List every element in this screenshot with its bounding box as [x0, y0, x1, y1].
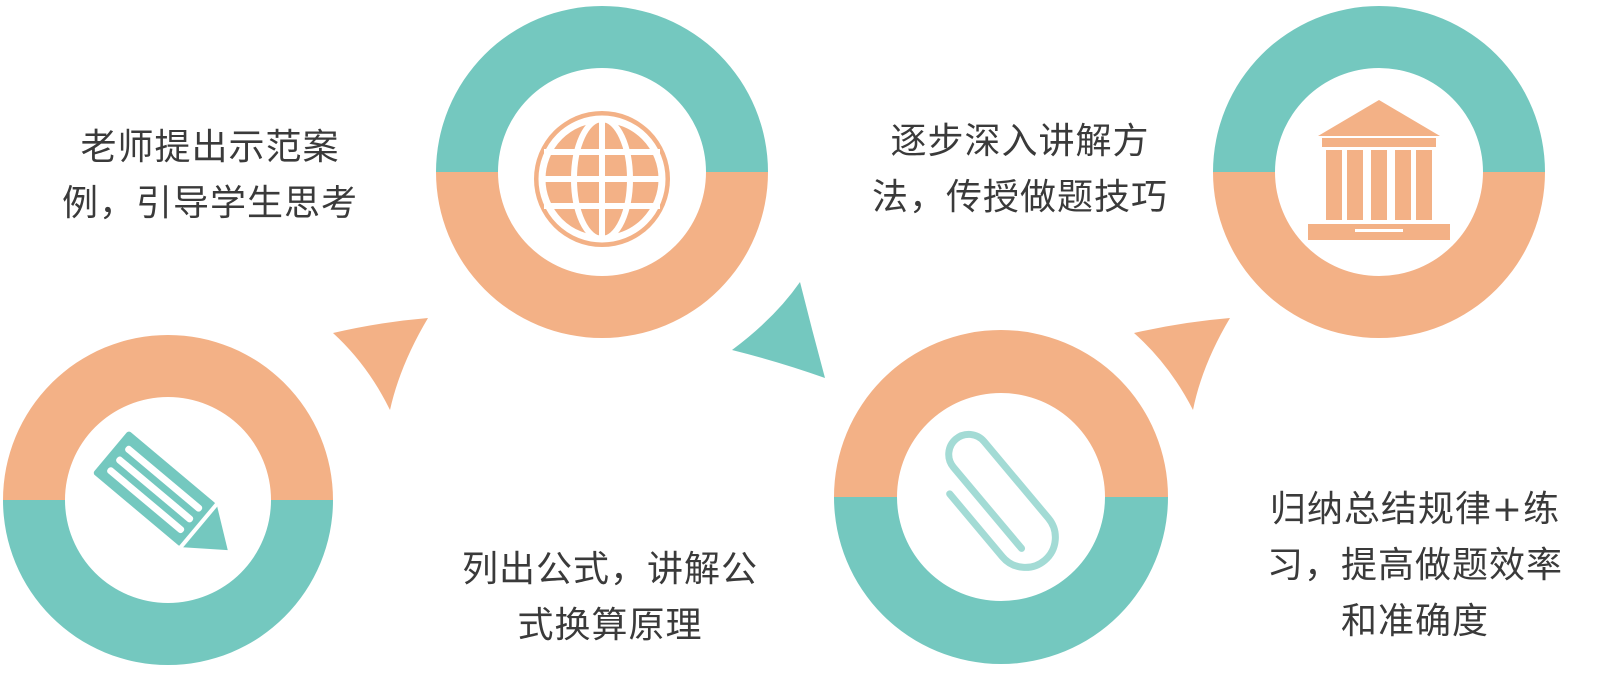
globe-icon [534, 111, 670, 247]
step-2-text: 列出公式，讲解公 式换算原理 [440, 542, 780, 654]
step-2-line-1: 列出公式，讲解公 [461, 549, 758, 590]
paperclip-icon [945, 430, 1059, 571]
bank-icon [1308, 100, 1450, 240]
step-1-line-2: 例，引导学生思考 [61, 183, 358, 224]
step-1-ring [3, 335, 333, 665]
step-3-ring [834, 330, 1168, 664]
step-3-line-2: 法，传授做题技巧 [871, 177, 1168, 218]
step-1-text: 老师提出示范案 例，引导学生思考 [30, 120, 390, 232]
arrow-3-to-4 [1134, 318, 1230, 410]
arrow-1-to-2 [333, 318, 428, 410]
step-2-line-2: 式换算原理 [517, 605, 703, 646]
arrow-2-to-3 [732, 282, 825, 378]
step-4-line-3: 和准确度 [1340, 601, 1489, 642]
step-1-line-1: 老师提出示范案 [80, 127, 340, 168]
step-2-ring [436, 6, 768, 338]
step-3-line-1: 逐步深入讲解方 [890, 121, 1150, 162]
pencil-icon [93, 431, 228, 551]
step-4-ring [1213, 6, 1545, 338]
step-4-line-2: 习，提高做题效率 [1266, 545, 1563, 586]
step-4-text: 归纳总结规律+练 习，提高做题效率 和准确度 [1240, 482, 1590, 650]
step-3-text: 逐步深入讲解方 法，传授做题技巧 [840, 114, 1200, 226]
step-4-line-1: 归纳总结规律+练 [1269, 489, 1561, 530]
